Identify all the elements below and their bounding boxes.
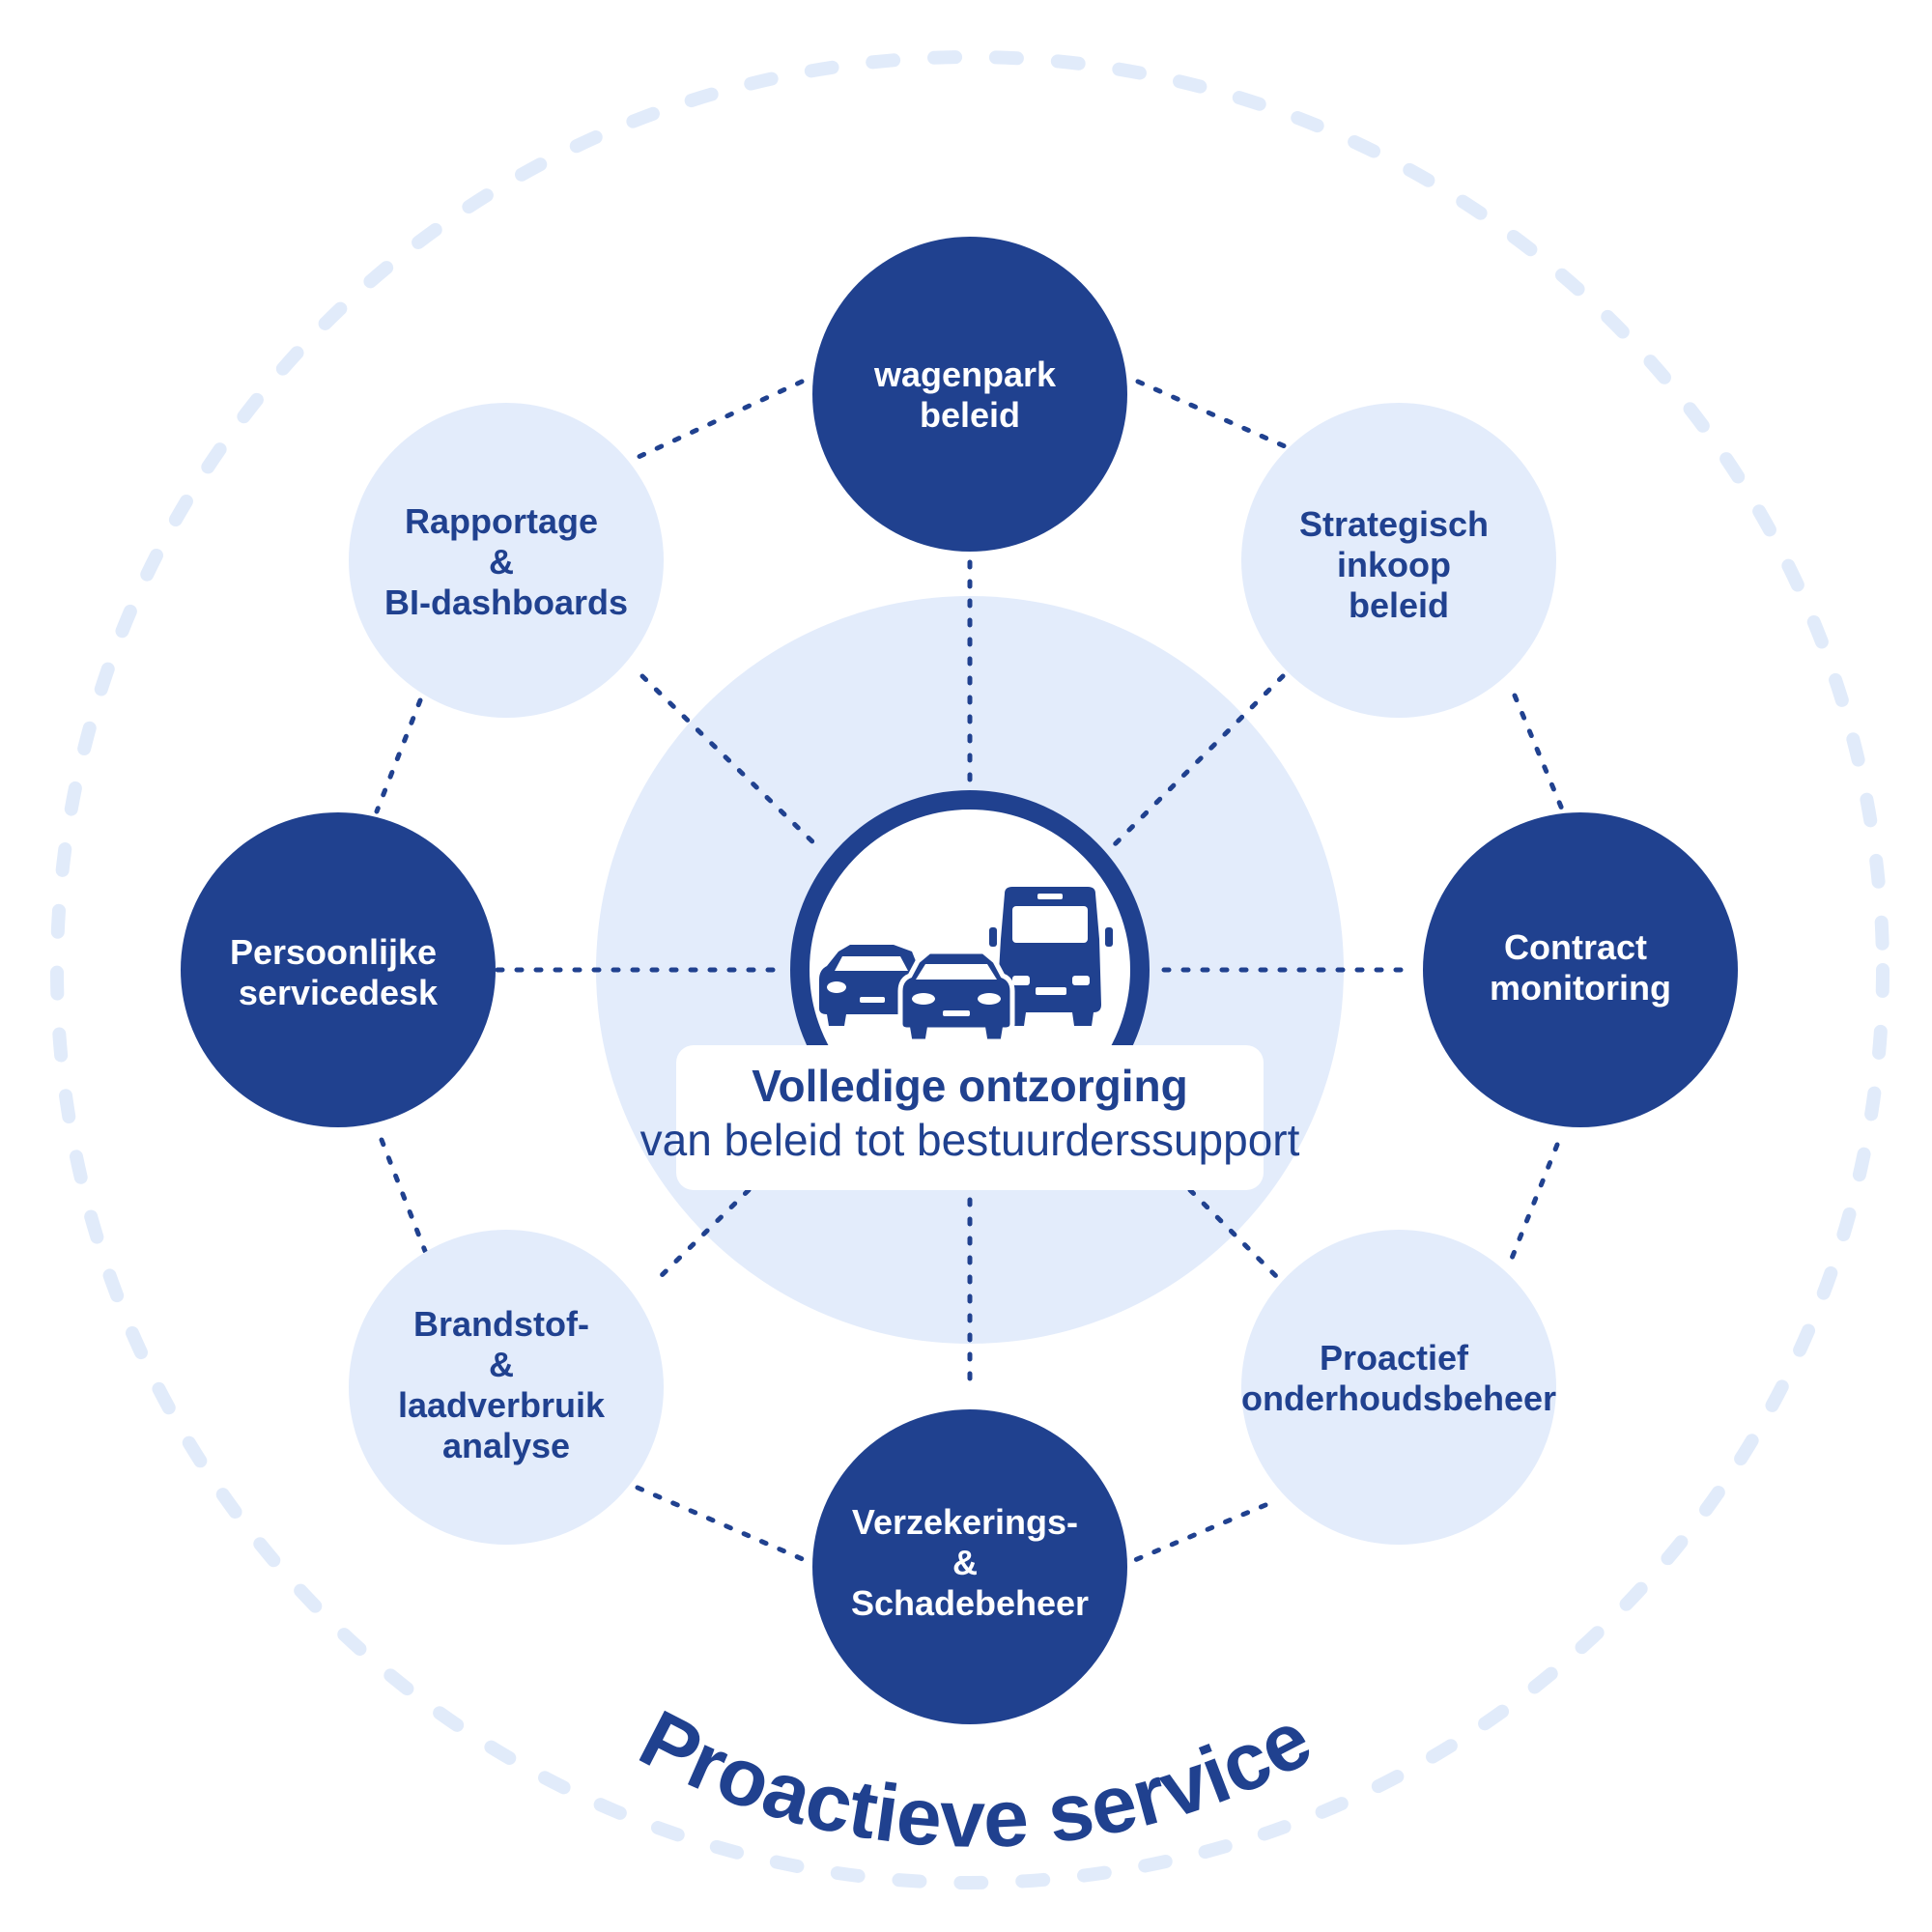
node-onderhoud-line-1: Proactief [1320, 1338, 1469, 1378]
svg-text:Persoonlijke servicedesk: Persoonlijke servicedesk [230, 932, 446, 1012]
outer-dashed-ring [50, 50, 1889, 1889]
svg-text:Brandstof- & laadv: Brandstof- & laadverbruik analyse [398, 1304, 614, 1465]
svg-text:Strategisch inkoop: Strategisch inkoop beleid [1299, 504, 1498, 625]
node-strategisch-inkoop-beleid: Strategisch inkoop beleid [1241, 403, 1556, 718]
node-strategisch-line-1: Strategisch [1299, 504, 1489, 544]
connector-wagenpark-rapportage [625, 379, 805, 465]
vehicles-icon [819, 887, 1113, 1044]
svg-text:Verzekerings- & Sc: Verzekerings- & Schadebeheer [851, 1502, 1089, 1623]
svg-text:Rapportage & BI-da: Rapportage & BI-dashboards [384, 501, 628, 622]
node-contract-line-2: monitoring [1490, 968, 1671, 1008]
node-verzekering-line-3: Schadebeheer [851, 1583, 1089, 1623]
node-strategisch-line-2: inkoop [1337, 545, 1451, 584]
connector-contract-onderhoud [1506, 1142, 1560, 1268]
svg-text:Proactief onderhoudsbehe: Proactief onderhoudsbeheer [1241, 1338, 1556, 1418]
node-brandstof-laadverbruik-analyse: Brandstof- & laadverbruik analyse [349, 1230, 664, 1545]
node-verzekering-line-1: Verzekerings- [852, 1502, 1078, 1542]
spoke-rapportage [639, 673, 824, 853]
node-rapportage-line-3: BI-dashboards [384, 582, 628, 622]
node-strategisch-line-3: beleid [1349, 585, 1449, 625]
spoke-brandstof [654, 1187, 752, 1283]
connector-brandstof-verzekering [635, 1485, 814, 1566]
node-rapportage-line-1: Rapportage [405, 501, 598, 541]
connector-rapportage-servicedesk [374, 697, 423, 814]
node-wagenpark-beleid: wagenpark beleid [812, 237, 1127, 552]
node-wagenpark-line-2: beleid [920, 395, 1020, 435]
connector-strategisch-contract [1512, 693, 1566, 814]
spoke-strategisch [1108, 673, 1286, 851]
node-contract-line-1: Contract [1504, 927, 1647, 967]
node-wagenpark-line-1: wagenpark [873, 355, 1057, 394]
node-servicedesk-line-2: servicedesk [239, 973, 439, 1012]
node-rapportage-bi-dashboards: Rapportage & BI-dashboards [349, 403, 664, 718]
ring-connectors [374, 379, 1566, 1566]
connector-wagenpark-strategisch [1135, 379, 1288, 449]
node-verzekering-line-2: & [952, 1543, 978, 1582]
center-title: Volledige ontzorging [752, 1061, 1187, 1111]
node-rapportage-line-2: & [489, 542, 514, 582]
spoke-onderhoud [1187, 1187, 1283, 1283]
node-persoonlijke-servicedesk: Persoonlijke servicedesk [181, 812, 496, 1127]
node-brandstof-line-3: laadverbruik [398, 1385, 606, 1425]
node-onderhoud-line-2: onderhoudsbeheer [1241, 1378, 1556, 1418]
node-proactief-onderhoudsbeheer: Proactief onderhoudsbeheer [1241, 1230, 1556, 1545]
node-servicedesk-line-1: Persoonlijke [230, 932, 437, 972]
center-subtitle: van beleid tot bestuurderssupport [640, 1115, 1300, 1165]
node-brandstof-line-1: Brandstof- [413, 1304, 589, 1344]
node-brandstof-line-2: & [489, 1345, 514, 1384]
connector-servicedesk-brandstof [379, 1137, 428, 1254]
svg-text:wagenpark beleid: wagenpark beleid [873, 355, 1065, 435]
svg-text:Contract monitoring: Contract monitoring [1490, 927, 1671, 1008]
connector-onderhoud-verzekering [1127, 1502, 1268, 1565]
node-verzekerings-schadebeheer: Verzekerings- & Schadebeheer [812, 1409, 1127, 1724]
center-label-box [676, 1045, 1264, 1190]
node-brandstof-line-4: analyse [442, 1426, 570, 1465]
node-contract-monitoring: Contract monitoring [1423, 812, 1738, 1127]
spoke-connectors [495, 559, 1416, 1396]
